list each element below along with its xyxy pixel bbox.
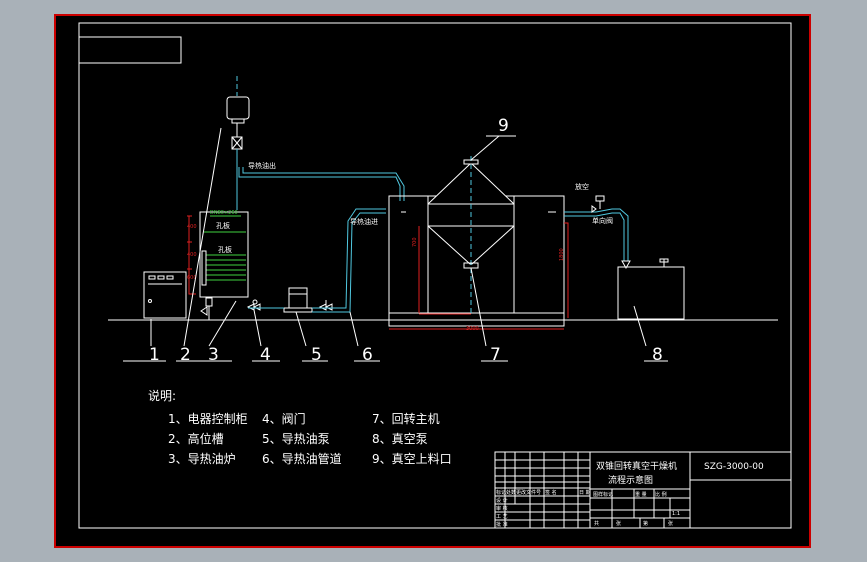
oil-pump: [283, 287, 313, 313]
high-level-tank: [226, 76, 250, 210]
tb-row-label: 设 计: [496, 497, 508, 504]
vacuum-pump: [617, 258, 685, 320]
label-hole-top: 孔板: [216, 221, 230, 230]
tb-info-cell: 重 量: [635, 491, 647, 498]
legend-item: 7、回转主机: [372, 411, 440, 426]
label-hole-mid: 孔板: [218, 245, 232, 254]
tb-sheet-cell: 张: [616, 520, 621, 527]
tb-info-cell: 图样标记: [593, 491, 613, 498]
label-oil-in: 导热油进: [350, 217, 378, 226]
pipe-oil-out: [238, 167, 401, 201]
tb-sheet-cell: 共: [594, 520, 599, 527]
part-number-1: 1: [149, 345, 160, 365]
drawing-number: SZG-3000-00: [704, 462, 764, 472]
label-vent: 放空: [575, 182, 589, 191]
label-check-valve: 单向阀: [592, 216, 613, 225]
tb-header-cell: 处数: [506, 489, 516, 496]
callout-9-leader: [470, 135, 500, 161]
label-oil-out: 导热油出: [248, 161, 276, 170]
tb-sheet-cell: 张: [668, 520, 673, 527]
svg-text:DN80×260: DN80×260: [210, 210, 238, 216]
furnace-valve: [200, 297, 213, 320]
part-number-7: 7: [490, 345, 501, 365]
tb-header-cell: 更改文件号: [516, 489, 541, 496]
legend: 说明: 1、电器控制柜 4、阀门 7、回转主机 2、高位槽 5、导热油泵 8、真…: [148, 388, 452, 466]
tb-row-label: 批 准: [496, 521, 508, 528]
rotary-dryer: 3000 700 1800: [388, 156, 569, 332]
inner-frame: [78, 22, 792, 529]
drawing-scale: 1:1: [672, 511, 680, 517]
part-number-6: 6: [362, 345, 373, 365]
tb-header-cell: 标记: [496, 489, 506, 496]
svg-text:400: 400: [187, 252, 197, 258]
legend-title: 说明:: [148, 388, 176, 403]
tb-row-label: 审 核: [496, 505, 508, 512]
title-block: [494, 451, 792, 529]
tb-info-cell: 比 例: [655, 491, 667, 498]
callout-9: 9: [498, 116, 509, 136]
part-number-2: 2: [180, 345, 191, 365]
part-number-5: 5: [311, 345, 322, 365]
process-diagram: 400 400 600 DN80×260 孔板 孔板 导热油出 导热油进: [78, 22, 792, 529]
tb-row-label: 工 艺: [496, 514, 508, 520]
legend-item: 1、电器控制柜: [168, 412, 248, 426]
svg-text:400: 400: [187, 224, 197, 230]
svg-text:3000: 3000: [466, 326, 479, 332]
part-number-3: 3: [208, 345, 219, 365]
part-number-8: 8: [652, 345, 663, 365]
tb-header-cell: 签 名: [545, 489, 557, 496]
drawing-subtitle: 流程示意图: [608, 474, 653, 486]
tb-sheet-cell: 第: [643, 520, 648, 527]
svg-text:1800: 1800: [559, 248, 565, 261]
legend-item: 6、导热油管道: [262, 451, 342, 466]
drawing-sheet: 400 400 600 DN80×260 孔板 孔板 导热油出 导热油进: [54, 14, 811, 548]
control-cabinet: [143, 271, 187, 319]
drawing-title: 双锥回转真空干燥机: [596, 460, 677, 472]
legend-item: 4、阀门: [262, 411, 306, 426]
svg-text:700: 700: [412, 237, 418, 247]
tb-header-cell: 日 期: [579, 490, 591, 496]
top-left-box: [78, 36, 182, 64]
legend-item: 9、真空上料口: [372, 452, 452, 466]
pipe-vacuum: [564, 208, 629, 261]
svg-text:600: 600: [187, 275, 197, 281]
part-number-4: 4: [260, 345, 271, 365]
leader-lines: [150, 127, 647, 347]
legend-item: 8、真空泵: [372, 432, 428, 446]
legend-item: 2、高位槽: [168, 431, 224, 446]
legend-item: 3、导热油炉: [168, 452, 236, 466]
legend-item: 5、导热油泵: [262, 432, 330, 446]
